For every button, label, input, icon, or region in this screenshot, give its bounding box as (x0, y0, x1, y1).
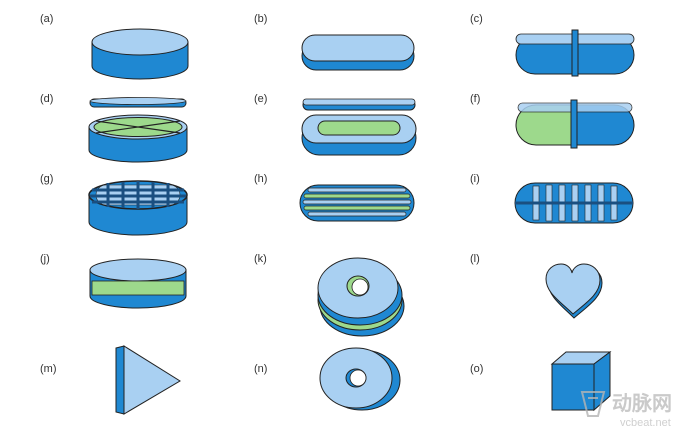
panel-label-c: (c) (470, 13, 483, 25)
panel-d: (d) (40, 93, 188, 163)
oblong-tablet (301, 34, 415, 71)
panel-label-d: (d) (40, 93, 53, 105)
oblong-tablet-center-groove (515, 29, 635, 77)
panel-o: (o) (470, 351, 612, 412)
panel-label-f: (f) (470, 93, 480, 105)
panel-i: (i) (470, 173, 634, 224)
panel-label-e: (e) (254, 93, 267, 105)
panel-f: (f) (470, 93, 635, 149)
triangular-prism (115, 345, 181, 415)
panel-m: (m) (40, 345, 181, 415)
cube (550, 351, 612, 412)
watermark: 动脉网 vcbeat.net (580, 391, 672, 429)
panel-label-m: (m) (40, 363, 57, 375)
stacked-donuts (317, 257, 405, 337)
oblong-tablet-horizontal-layers (299, 184, 415, 222)
round-tablet-quartered-core-with-lid (88, 97, 188, 163)
vcbeat-logo-icon (580, 391, 606, 417)
watermark-url: vcbeat.net (620, 417, 671, 429)
panel-h: (h) (254, 173, 415, 222)
panel-g: (g) (40, 173, 188, 236)
panel-label-l: (l) (470, 253, 480, 265)
round-tablet-inner-layer (89, 258, 187, 309)
panel-n: (n) (254, 347, 401, 411)
oblong-tablet-two-compartments (515, 99, 635, 149)
watermark-brand: 动脉网 (612, 391, 672, 415)
panel-b: (b) (254, 13, 415, 71)
panel-label-j: (j) (40, 253, 50, 265)
donut (319, 347, 401, 411)
panel-label-n: (n) (254, 363, 267, 375)
panel-label-o: (o) (470, 363, 483, 375)
panel-e: (e) (254, 93, 417, 156)
panel-j: (j) (40, 253, 187, 309)
panel-k: (k) (254, 253, 405, 337)
panel-c: (c) (470, 13, 635, 77)
panel-label-i: (i) (470, 173, 480, 185)
round-tablet-grid-pattern (88, 180, 188, 236)
panel-label-h: (h) (254, 173, 267, 185)
panel-a: (a) (40, 13, 189, 80)
panel-label-k: (k) (254, 253, 267, 265)
oblong-tablet-vertical-grid (514, 182, 634, 224)
panel-l: (l) (470, 253, 603, 319)
heart (545, 263, 603, 319)
panel-label-b: (b) (254, 13, 267, 25)
panel-label-a: (a) (40, 13, 53, 25)
round-tablet (91, 28, 189, 80)
oblong-tablet-inner-core-with-lid (301, 98, 417, 156)
panel-label-g: (g) (40, 173, 53, 185)
